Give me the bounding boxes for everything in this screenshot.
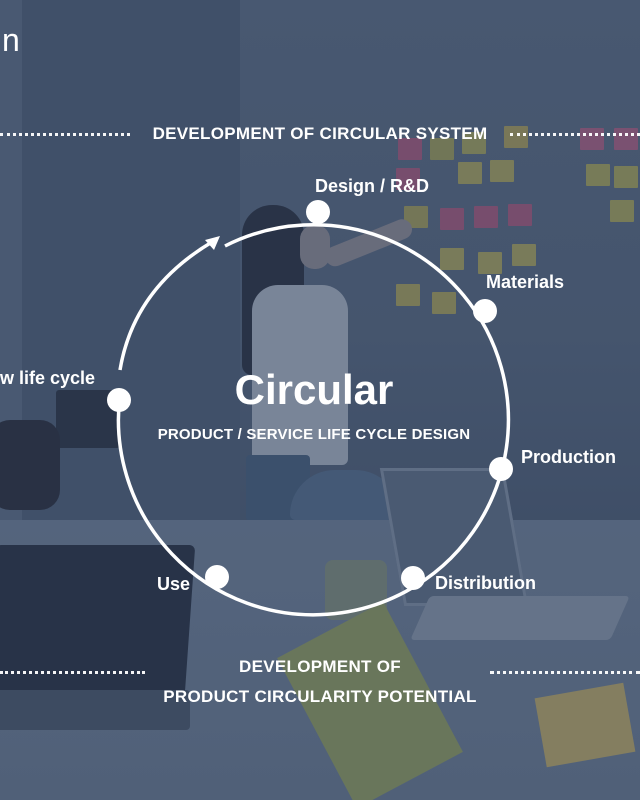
sticky-note — [440, 208, 464, 230]
stage-node-distribution — [401, 566, 425, 590]
stage-label-new-life-cycle: w life cycle — [0, 368, 96, 388]
sticky-note — [398, 138, 422, 160]
cycle-arrow-line — [118, 240, 213, 371]
footer-label: DEVELOPMENT OF PRODUCT CIRCULARITY POTEN… — [0, 652, 640, 712]
sticky-note — [462, 132, 486, 154]
center-title: Circular — [234, 366, 394, 413]
stage-label-design: Design / R&D — [315, 176, 430, 196]
stage-label-materials: Materials — [486, 272, 565, 292]
person-face — [300, 225, 330, 269]
cycle-ring — [116, 223, 511, 617]
sticky-note — [474, 206, 498, 228]
center-subtitle: PRODUCT / SERVICE LIFE CYCLE DESIGN — [157, 426, 471, 443]
arrowhead-icon — [205, 236, 220, 250]
footer-label-line1: DEVELOPMENT OF — [239, 657, 401, 676]
footer-dotted-line-left — [0, 671, 145, 674]
corner-text: n — [2, 22, 20, 58]
person-shirt — [252, 285, 348, 465]
stage-node-materials — [473, 299, 497, 323]
sticky-note — [478, 252, 502, 274]
sticky-note — [610, 200, 634, 222]
sticky-note — [440, 248, 464, 270]
footer-dotted-line-right — [490, 671, 640, 674]
sticky-note — [490, 160, 514, 182]
sticky-note — [504, 126, 528, 148]
sticky-note — [512, 244, 536, 266]
footer-label-line2: PRODUCT CIRCULARITY POTENTIAL — [163, 687, 477, 706]
header-dotted-line-right — [510, 133, 640, 136]
sticky-note — [614, 166, 638, 188]
sticky-note — [396, 168, 420, 190]
stage-label-distribution: Distribution — [435, 573, 536, 593]
sticky-note — [586, 164, 610, 186]
stage-label-production: Production — [521, 447, 616, 467]
sticky-note — [396, 284, 420, 306]
laptop-left-base — [0, 690, 190, 730]
stage-node-design — [306, 200, 330, 224]
sticky-note — [458, 162, 482, 184]
stage-node-use — [205, 565, 229, 589]
person-arm-left — [0, 420, 60, 510]
sticky-note — [508, 204, 532, 226]
stage-node-new-life-cycle — [107, 388, 131, 412]
sticky-note — [432, 292, 456, 314]
stage-node-production — [489, 457, 513, 481]
header-label: DEVELOPMENT OF CIRCULAR SYSTEM — [152, 124, 488, 143]
header-dotted-line-left — [0, 133, 130, 136]
stage-label-use: Use — [157, 574, 191, 594]
sticky-note — [430, 138, 454, 160]
